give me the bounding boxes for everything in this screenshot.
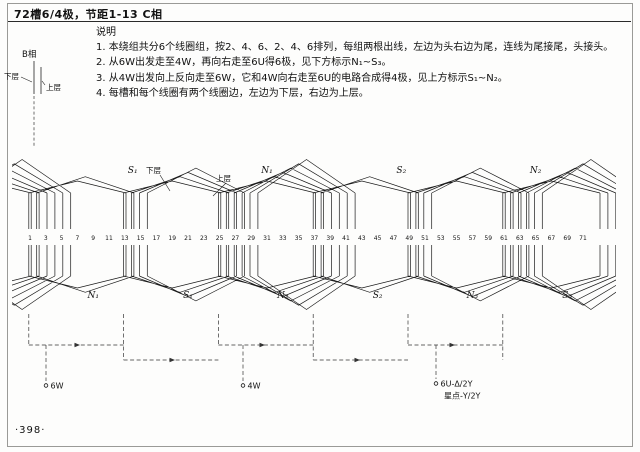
terminal-circle-4w bbox=[240, 383, 246, 388]
slot-number: 59 bbox=[484, 235, 492, 242]
layer-callout: 下层 上层 bbox=[146, 166, 231, 197]
note-item-2: 2. 从6W出发走至4W，再向右走至6U得6极，见下方标示N₁~S₃。 bbox=[96, 57, 392, 69]
slot-number: 11 bbox=[105, 235, 113, 242]
slot-number: 13 bbox=[121, 235, 129, 242]
slot-number: 31 bbox=[263, 235, 271, 242]
slot-number: 19 bbox=[168, 235, 176, 242]
slot-number: 67 bbox=[548, 235, 556, 242]
slot-number: 45 bbox=[374, 235, 382, 242]
terminal-circle-6w bbox=[43, 383, 49, 388]
upper-layer-label: 上层 bbox=[216, 174, 231, 183]
bottom-pole-label: S₁ bbox=[183, 291, 193, 301]
slot-number: 57 bbox=[469, 235, 477, 242]
phase-label: B相 bbox=[22, 49, 36, 60]
top-pole-label: N₂ bbox=[529, 166, 542, 176]
lower-layer-side-label: 下层 bbox=[4, 72, 19, 81]
lower-layer-label: 下层 bbox=[146, 166, 161, 175]
slot-number: 39 bbox=[326, 235, 334, 242]
slot-number: 25 bbox=[216, 235, 224, 242]
bottom-pole-label: S₂ bbox=[373, 291, 383, 301]
bottom-pole-label: N₁ bbox=[86, 291, 98, 301]
slot-number: 63 bbox=[516, 235, 524, 242]
slot-number: 17 bbox=[153, 235, 161, 242]
notes-section: 说明 1. 本绕组共分6个线圈组，按2、4、6、2、4、6排列，每组两根出线，左… bbox=[96, 26, 624, 102]
terminal-label-6u: 6U-Δ/2Y bbox=[441, 380, 473, 389]
top-pole-label: N₁ bbox=[260, 166, 272, 176]
upper-layer-side-label: 上层 bbox=[46, 83, 61, 92]
slot-number: 37 bbox=[311, 235, 319, 242]
coil-outlines bbox=[12, 159, 616, 310]
direction-arrow bbox=[259, 342, 265, 348]
note-item-1: 1. 本绕组共分6个线圈组，按2、4、6、2、4、6排列，每组两根出线，左边为头… bbox=[96, 42, 614, 54]
direction-arrow bbox=[169, 357, 175, 363]
slot-number: 33 bbox=[279, 235, 287, 242]
slot-number: 69 bbox=[563, 235, 571, 242]
note-item-3: 3. 从4W出发向上反向走至6W，它和4W向右走至6U的电路合成得4极，见上方标… bbox=[96, 72, 508, 84]
slot-number: 53 bbox=[437, 235, 445, 242]
bottom-pole-label: S₃ bbox=[562, 291, 572, 301]
slot-number: 21 bbox=[184, 235, 192, 242]
slot-number: 41 bbox=[342, 235, 350, 242]
header-rule bbox=[8, 21, 631, 22]
terminal-label-4w: 4W bbox=[248, 382, 261, 391]
slot-number: 49 bbox=[405, 235, 413, 242]
winding-coils bbox=[12, 159, 616, 310]
slot-number: 15 bbox=[137, 235, 145, 242]
slot-number: 71 bbox=[579, 235, 587, 242]
direction-arrow bbox=[449, 342, 455, 348]
slot-number: 35 bbox=[295, 235, 303, 242]
slot-number: 9 bbox=[91, 235, 95, 242]
slot-number: 23 bbox=[200, 235, 208, 242]
slot-number: 5 bbox=[60, 235, 64, 242]
note-item-4: 4. 每槽和每个线圈有两个线圈边，左边为下层，右边为上层。 bbox=[96, 87, 369, 99]
slot-number: 1 bbox=[28, 235, 32, 242]
page-title: 72槽6/4极，节距1-13 C相 bbox=[14, 8, 163, 21]
slot-number: 27 bbox=[232, 235, 240, 242]
page-number: ·398· bbox=[15, 425, 46, 436]
direction-arrow bbox=[74, 342, 80, 348]
slot-number: 43 bbox=[358, 235, 366, 242]
top-pole-label: S₁ bbox=[128, 166, 138, 176]
slot-number: 51 bbox=[421, 235, 429, 242]
slot-number: 61 bbox=[500, 235, 508, 242]
phase-callout: B相 下层 上层 bbox=[4, 49, 61, 148]
terminals: 6W 4W 6U-Δ/2Y 星点-Y/2Y bbox=[43, 380, 481, 401]
terminal-label-6w: 6W bbox=[51, 382, 64, 391]
connection-dashed-lines bbox=[28, 314, 504, 381]
slot-number: 7 bbox=[75, 235, 79, 242]
bottom-pole-label: N₃ bbox=[466, 291, 479, 301]
slot-number: 65 bbox=[532, 235, 540, 242]
top-pole-label: S₂ bbox=[396, 166, 406, 176]
terminal-circle-6u bbox=[433, 381, 439, 386]
slot-number: 3 bbox=[44, 235, 48, 242]
star-point-label: 星点-Y/2Y bbox=[444, 392, 481, 401]
notes-title: 说明 bbox=[96, 27, 116, 38]
slot-number: 55 bbox=[453, 235, 461, 242]
slot-number: 29 bbox=[247, 235, 255, 242]
slot-number: 47 bbox=[390, 235, 398, 242]
bottom-pole-label: N₂ bbox=[276, 291, 289, 301]
direction-arrow bbox=[354, 357, 360, 363]
